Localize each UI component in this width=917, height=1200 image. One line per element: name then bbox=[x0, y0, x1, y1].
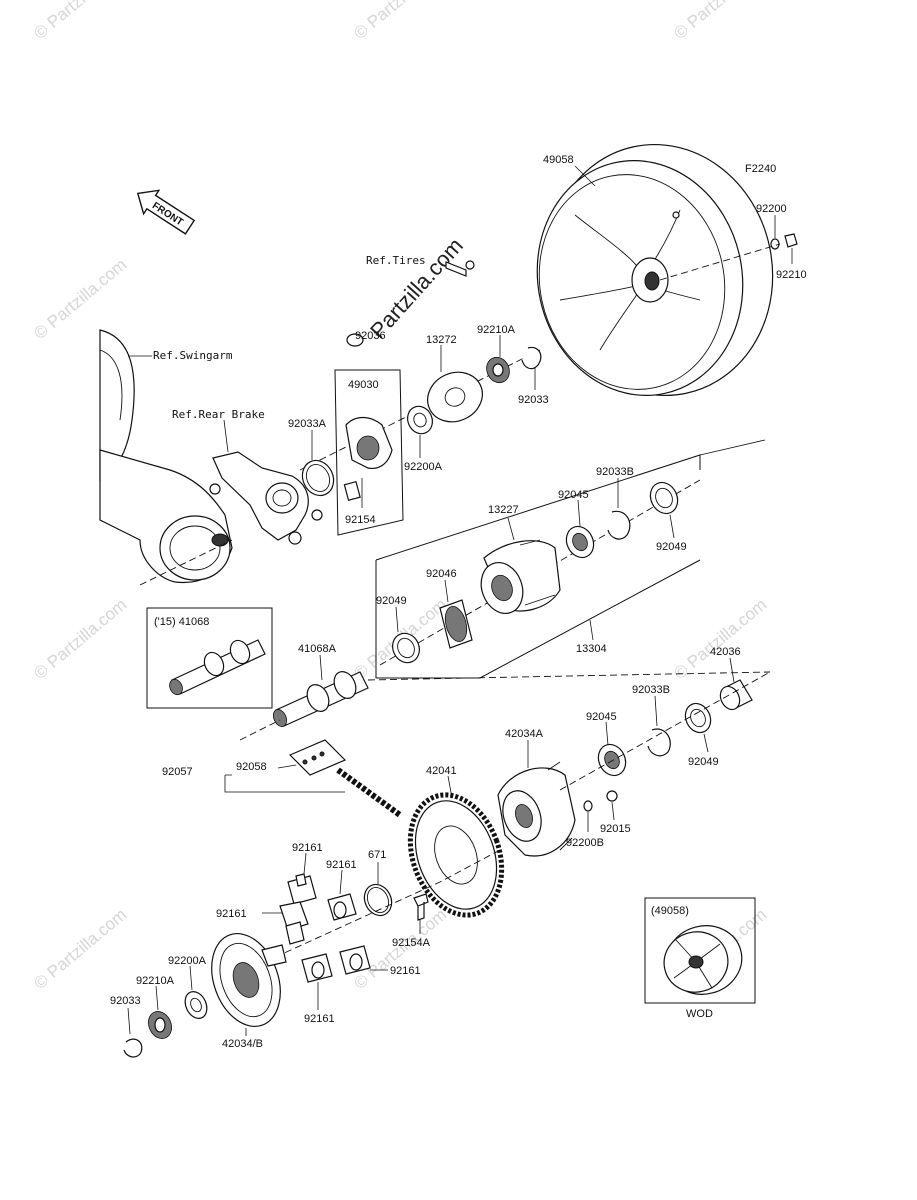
bearing-92045-mid bbox=[597, 743, 627, 777]
part-label-92161-b: 92161 bbox=[326, 859, 357, 871]
part-label-92154A: 92154A bbox=[392, 937, 431, 949]
seal-92049-right bbox=[649, 481, 679, 515]
circlip-92033B-top bbox=[607, 510, 631, 540]
part-label-92154: 92154 bbox=[345, 514, 376, 526]
part-label-42034A: 42034A bbox=[505, 728, 544, 740]
part-label-92046: 92046 bbox=[426, 568, 457, 580]
part-label-92058: 92058 bbox=[236, 761, 267, 773]
watermark: © Partzilla.com bbox=[30, 595, 130, 683]
part-label-42041: 42041 bbox=[426, 765, 457, 777]
part-label-92210A-bottom: 92210A bbox=[136, 975, 175, 987]
watermark: © Partzilla.com bbox=[30, 0, 130, 43]
damper-92161-d bbox=[301, 953, 333, 983]
figure-code: F2240 bbox=[745, 163, 776, 175]
coupling-49030 bbox=[343, 416, 393, 501]
nut-92015 bbox=[606, 790, 618, 802]
part-label-92161-e: 92161 bbox=[390, 965, 421, 977]
watermark: © Partzilla.com bbox=[670, 595, 770, 683]
watermark: © Partzilla.com bbox=[30, 255, 130, 343]
part-label-13272: 13272 bbox=[426, 334, 457, 346]
ref-tires-label: Ref.Tires bbox=[366, 254, 426, 267]
damper-92161-c bbox=[279, 901, 309, 945]
part-label-92210A-top: 92210A bbox=[477, 324, 516, 336]
axle-41068 bbox=[169, 639, 266, 696]
part-label-92033-bottom: 92033 bbox=[110, 995, 141, 1007]
part-label-92045-top: 92045 bbox=[558, 489, 589, 501]
washer-92200B bbox=[583, 800, 593, 812]
part-label-92200: 92200 bbox=[756, 203, 787, 215]
washer-92200A-bottom bbox=[184, 991, 208, 1019]
seal-92049-mid bbox=[684, 702, 712, 734]
nut-92210 bbox=[784, 233, 798, 248]
watermark: © Partzilla.com bbox=[350, 0, 450, 43]
plate-13272 bbox=[427, 371, 483, 423]
collar-42036 bbox=[719, 679, 753, 711]
tire-valve-drawing bbox=[445, 260, 475, 277]
part-label-92049-left: 92049 bbox=[376, 595, 407, 607]
inset-caption: WOD bbox=[686, 1008, 713, 1020]
hub-13227 bbox=[480, 539, 561, 614]
part-label-92015: 92015 bbox=[600, 823, 631, 835]
sprocket-42041 bbox=[407, 792, 505, 918]
part-label-92049-mid: 92049 bbox=[688, 756, 719, 768]
part-label-671: 671 bbox=[368, 849, 386, 861]
bolt-92154A bbox=[413, 893, 429, 921]
part-label-42034B: 42034/B bbox=[222, 1038, 263, 1050]
damper-92161-e bbox=[339, 945, 371, 975]
part-label-13227: 13227 bbox=[488, 504, 519, 516]
coupling-42034B bbox=[211, 932, 287, 1028]
part-label-92210: 92210 bbox=[776, 269, 807, 281]
part-label-92033A: 92033A bbox=[288, 418, 327, 430]
coupling-box bbox=[334, 369, 404, 536]
circlip-92033B-mid bbox=[647, 728, 671, 757]
part-label-49058: 49058 bbox=[543, 154, 574, 166]
part-label-92161-a: 92161 bbox=[292, 842, 323, 854]
part-label-92057: 92057 bbox=[162, 766, 193, 778]
oring-671 bbox=[363, 883, 393, 917]
wheel-inset-image bbox=[663, 925, 743, 995]
axle-41068A bbox=[272, 671, 369, 727]
inset-part-code: (49058) bbox=[651, 905, 689, 917]
swingarm-drawing bbox=[99, 329, 233, 586]
part-label-41068-15: ('15) 41068 bbox=[154, 616, 209, 628]
part-label-92049-right: 92049 bbox=[656, 541, 687, 553]
part-label-92161-d: 92161 bbox=[304, 1013, 335, 1025]
wheel-inset-box bbox=[644, 897, 756, 1004]
wheel-drawing bbox=[536, 143, 774, 397]
part-label-49030: 49030 bbox=[348, 379, 379, 391]
part-label-92200A-bottom: 92200A bbox=[168, 955, 207, 967]
damper-92161-b bbox=[327, 893, 357, 921]
axle-41068-inset bbox=[146, 607, 273, 709]
part-label-92045-mid: 92045 bbox=[586, 711, 617, 723]
chain-92057 bbox=[288, 739, 402, 818]
part-label-92033B-mid: 92033B bbox=[632, 684, 670, 696]
part-label-42036: 42036 bbox=[710, 646, 741, 658]
front-arrow-icon: FRONT bbox=[136, 189, 196, 235]
watermark: © Partzilla.com bbox=[30, 905, 130, 993]
ref-rear-brake-label: Ref.Rear Brake bbox=[172, 408, 265, 421]
circlip-92033-top bbox=[521, 346, 542, 370]
part-label-92033-top: 92033 bbox=[518, 394, 549, 406]
part-label-92036: 92036 bbox=[355, 330, 386, 342]
watermark: © Partzilla.com bbox=[670, 0, 770, 43]
ref-swingarm-label: Ref.Swingarm bbox=[153, 349, 233, 362]
coupling-42034A bbox=[497, 761, 576, 857]
part-label-41068A: 41068A bbox=[298, 643, 337, 655]
part-label-92033B-top: 92033B bbox=[596, 466, 634, 478]
watermark-center: Partzilla.com bbox=[365, 233, 468, 343]
circlip-92033-bottom bbox=[123, 1038, 143, 1058]
damper-92161-a bbox=[287, 873, 317, 905]
part-label-92200A-top: 92200A bbox=[404, 461, 443, 473]
bearing-92046 bbox=[439, 599, 473, 649]
part-label-92161-c: 92161 bbox=[216, 908, 247, 920]
rear-brake-bracket-drawing bbox=[209, 451, 323, 545]
bearing-92045-top bbox=[565, 525, 595, 559]
part-label-92200B: 92200B bbox=[566, 837, 604, 849]
part-label-13304: 13304 bbox=[576, 643, 607, 655]
washer-92200A bbox=[407, 405, 433, 435]
collar-92036 bbox=[346, 333, 364, 347]
washer-92200 bbox=[770, 238, 780, 250]
